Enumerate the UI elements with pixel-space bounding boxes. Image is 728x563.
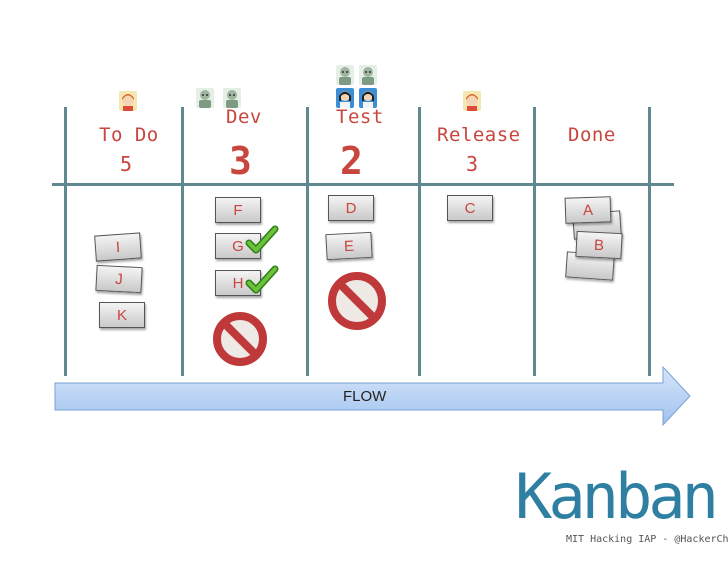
column-divider [181,107,184,376]
task-card-label: C [464,199,476,217]
task-card-label: H [232,274,244,292]
no-entry-icon [213,312,267,366]
task-card[interactable]: D [328,195,374,221]
column-count-dev: 3 [229,139,252,183]
column-title-release: Release [437,124,521,146]
column-divider [306,107,309,376]
column-title-dev: Dev [226,106,262,128]
column-divider [418,107,421,376]
task-card-label: D [345,199,357,217]
column-count-release: 3 [466,152,479,176]
task-card[interactable]: K [99,302,145,328]
brand-credit: MIT Hacking IAP - @HackerChick [566,534,728,545]
column-title-done: Done [568,124,616,146]
task-card-label: F [233,201,243,219]
column-title-test: Test [336,106,384,128]
column-divider [648,107,651,376]
column-title-todo: To Do [99,124,159,146]
no-entry-icon [328,272,386,330]
task-card-label: G [232,237,244,255]
check-mark-icon [245,265,279,294]
flow-label: FLOW [343,388,387,405]
check-mark-icon [245,225,279,254]
flow-arrow [54,365,691,427]
column-divider [64,107,67,376]
task-card-label: K [116,306,127,324]
column-count-todo: 5 [120,152,133,176]
task-card[interactable]: C [447,195,493,221]
brand-title: Kanban [515,460,719,533]
task-card[interactable]: F [215,197,261,223]
board-header-divider [52,183,674,186]
column-divider [533,107,536,376]
column-count-test: 2 [340,139,363,183]
